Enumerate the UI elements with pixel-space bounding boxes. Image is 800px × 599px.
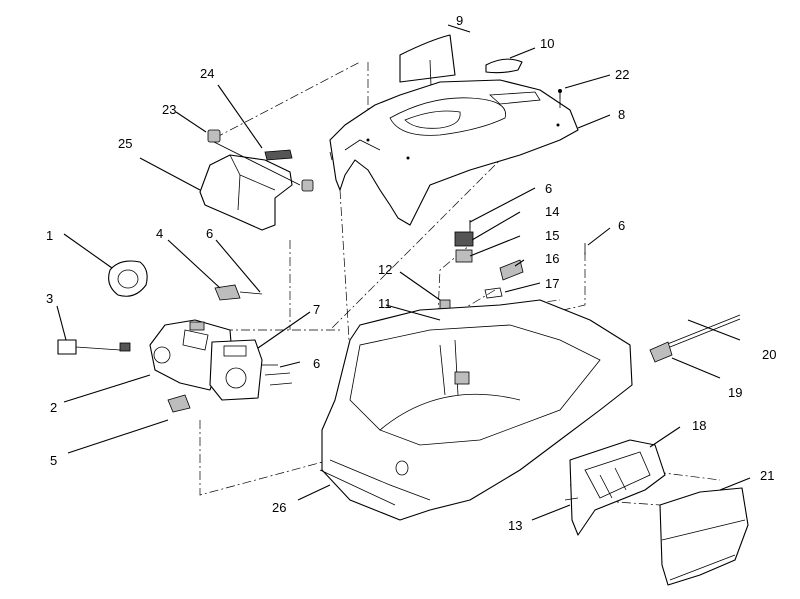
callout-7: 7: [313, 302, 320, 317]
callout-17: 17: [545, 276, 559, 291]
part-26-chassis: [319, 299, 633, 521]
part-13-screw: [564, 497, 579, 501]
callout-22: 22: [615, 67, 629, 82]
callout-19: 19: [728, 385, 742, 400]
part-24-linkage: [264, 149, 293, 161]
callout-26: 26: [272, 500, 286, 515]
callout-12: 12: [378, 262, 392, 277]
callout-16: 16: [545, 251, 559, 266]
callout-20: 20: [762, 347, 776, 362]
callout-23: 23: [162, 102, 176, 117]
callout-6c: 6: [545, 181, 552, 196]
callout-21: 21: [760, 468, 774, 483]
callout-4: 4: [156, 226, 163, 241]
callout-24: 24: [200, 66, 214, 81]
callout-11: 11: [378, 296, 392, 311]
callout-6a: 6: [206, 226, 213, 241]
parts-14-17-cluster: [454, 231, 524, 299]
part-10-cap: [485, 58, 523, 74]
part-19-spring: [649, 341, 673, 363]
part-23-bushing: [207, 129, 314, 192]
part-4-switch: [214, 284, 263, 301]
callout-18: 18: [692, 418, 706, 433]
callout-15: 15: [545, 228, 559, 243]
callout-5: 5: [50, 453, 57, 468]
part-25-cover: [199, 154, 293, 231]
part-3-connector: [57, 339, 131, 355]
part-20-cable: [664, 314, 741, 350]
callout-6d: 6: [618, 218, 625, 233]
part-22-screw: [558, 89, 562, 108]
callout-3: 3: [46, 291, 53, 306]
callout-labels: 1 2 3 4 5 6 6 6 6 7 8 9 10 11 12 13 14 1…: [46, 13, 776, 533]
part-1-bezel: [108, 260, 148, 297]
part-5-clip: [167, 394, 191, 413]
callout-13: 13: [508, 518, 522, 533]
part-7-plate: [209, 339, 263, 401]
callout-6b: 6: [313, 356, 320, 371]
callout-25: 25: [118, 136, 132, 151]
part-18-rear-bracket: [569, 439, 666, 536]
callout-14: 14: [545, 204, 559, 219]
callout-10: 10: [540, 36, 554, 51]
callout-leaders: [56, 24, 751, 521]
callout-9: 9: [456, 13, 463, 28]
part-21-rear-flap: [659, 487, 749, 586]
callout-2: 2: [50, 400, 57, 415]
part-8-top-cover: [329, 79, 579, 226]
callout-1: 1: [46, 228, 53, 243]
callout-8: 8: [618, 107, 625, 122]
